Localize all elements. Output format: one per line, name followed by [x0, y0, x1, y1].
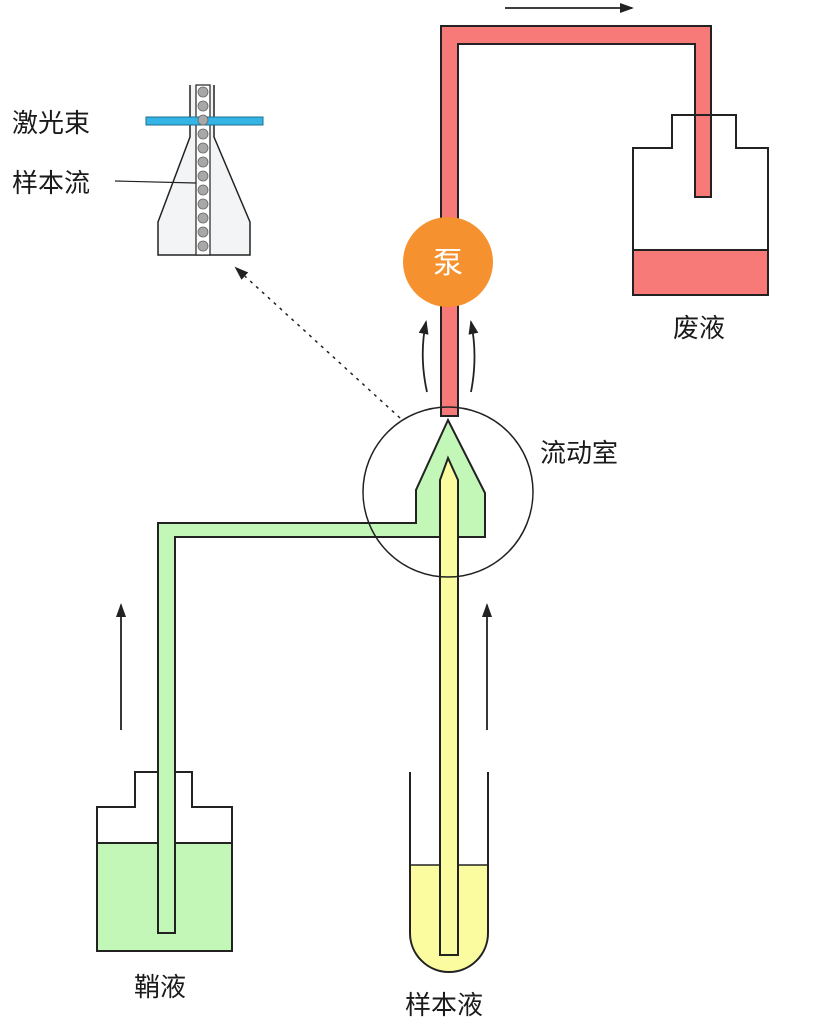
inset-sample-channel — [195, 84, 211, 256]
inset-laser-detail — [114, 84, 264, 256]
flow-arrow-curved-left — [418, 320, 429, 393]
flow-arrow-curved-right — [468, 320, 479, 393]
sample-fluid-label: 样本液 — [405, 991, 483, 1021]
detail-pointer-dotted — [234, 266, 401, 419]
sample-needle — [439, 455, 459, 956]
waste-pipe — [440, 25, 712, 417]
flow-chamber-circle — [362, 406, 534, 578]
pump: 泵 — [403, 217, 493, 307]
inset-cell-dots — [197, 86, 209, 252]
waste-liquid — [632, 249, 769, 296]
sheath-fluid-label: 鞘液 — [134, 973, 186, 1003]
waste-label: 废液 — [673, 314, 725, 344]
waste-container — [632, 114, 769, 296]
sample-stream-label: 样本流 — [12, 169, 90, 199]
laser-beam-label: 激光束 — [12, 109, 90, 139]
flow-chamber-label: 流动室 — [540, 439, 618, 469]
pump-label: 泵 — [433, 246, 463, 281]
sample-stream-leader-line — [114, 180, 197, 184]
